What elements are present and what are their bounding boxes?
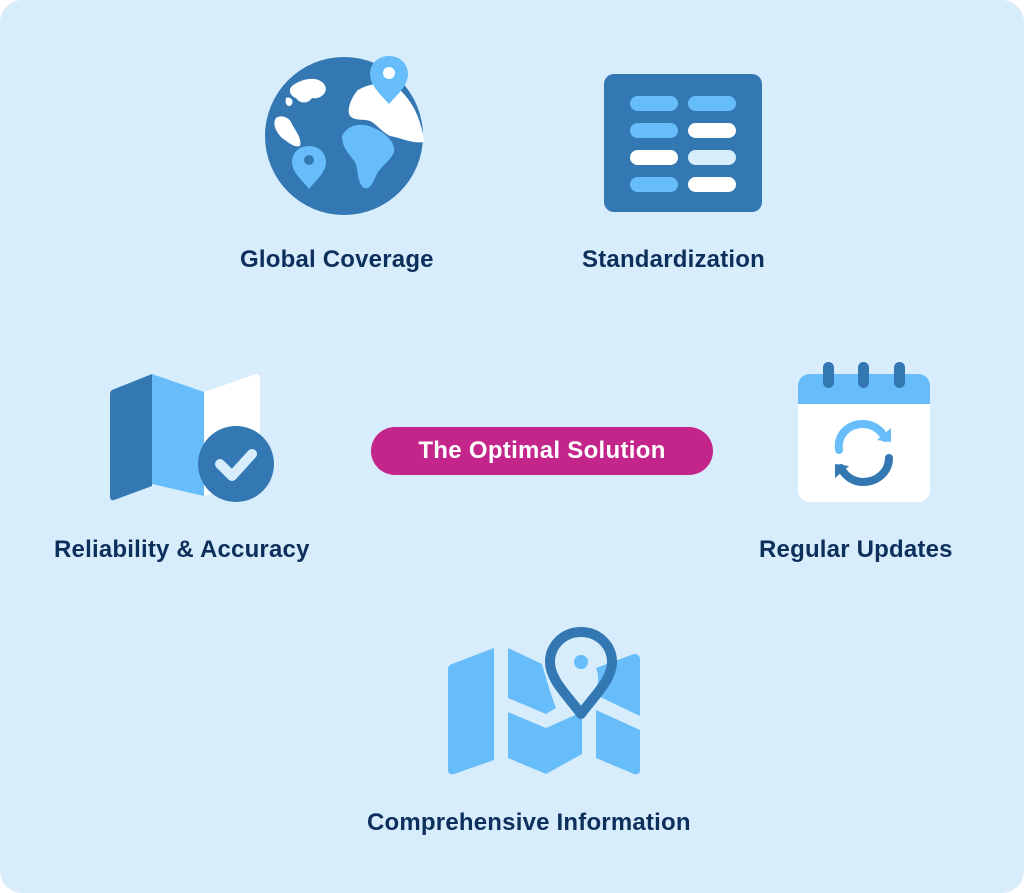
globe-with-location-pins-icon [265, 56, 424, 215]
center-label-pill: The Optimal Solution [371, 427, 713, 475]
map-with-location-pin-icon [448, 627, 640, 775]
data-table-icon [604, 74, 762, 212]
center-label: The Optimal Solution [418, 437, 666, 464]
feature-label: Comprehensive Information [367, 809, 691, 836]
feature-label: Regular Updates [759, 536, 953, 563]
calendar-refresh-icon [798, 362, 930, 502]
feature-label: Standardization [582, 246, 766, 273]
feature-label: Reliability & Accuracy [54, 536, 310, 563]
map-with-checkmark-icon [110, 374, 274, 502]
feature-label: Global Coverage [240, 246, 434, 273]
